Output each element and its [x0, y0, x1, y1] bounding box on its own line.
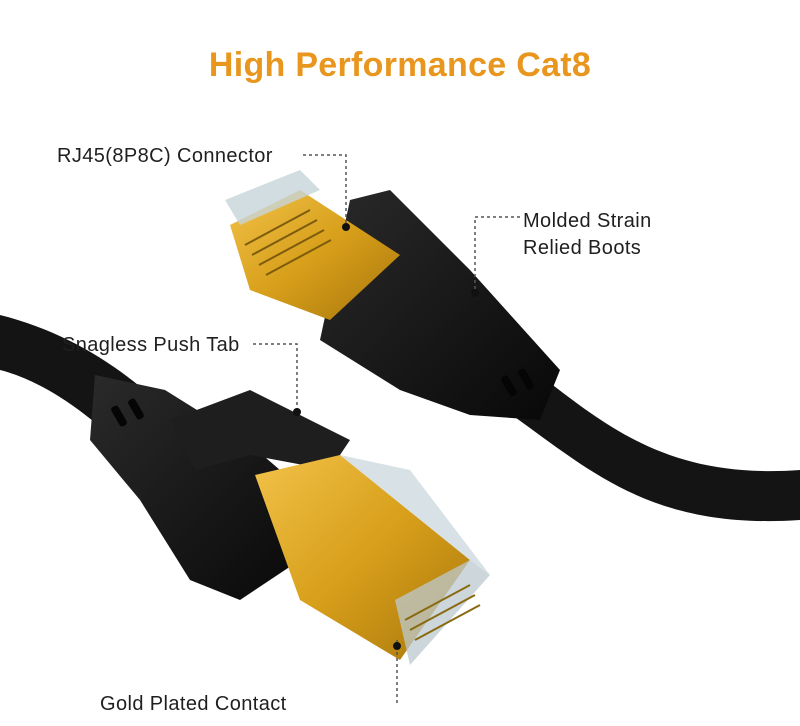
connector-dot	[342, 223, 350, 231]
boot-label-line1: Molded Strain	[523, 210, 652, 232]
push-tab-label: Snagless Push Tab	[62, 334, 240, 356]
upper-plug	[225, 170, 400, 320]
contact-label: Gold Plated Contact	[100, 693, 287, 715]
boot-label-line2: Relied Boots	[523, 237, 642, 259]
push-tab-dot	[293, 408, 301, 416]
connector-leader	[303, 154, 347, 225]
lower-boot	[90, 375, 315, 600]
push-tab-leader	[253, 343, 298, 410]
contact-dot	[393, 642, 401, 650]
boot-dot	[471, 289, 479, 297]
boot-leader	[474, 216, 520, 290]
upper-cable	[505, 360, 800, 522]
lower-plug	[255, 455, 490, 665]
connector-label: RJ45(8P8C) Connector	[57, 145, 273, 167]
product-title: High Performance Cat8	[208, 46, 592, 84]
lower-push-tab	[170, 390, 350, 470]
